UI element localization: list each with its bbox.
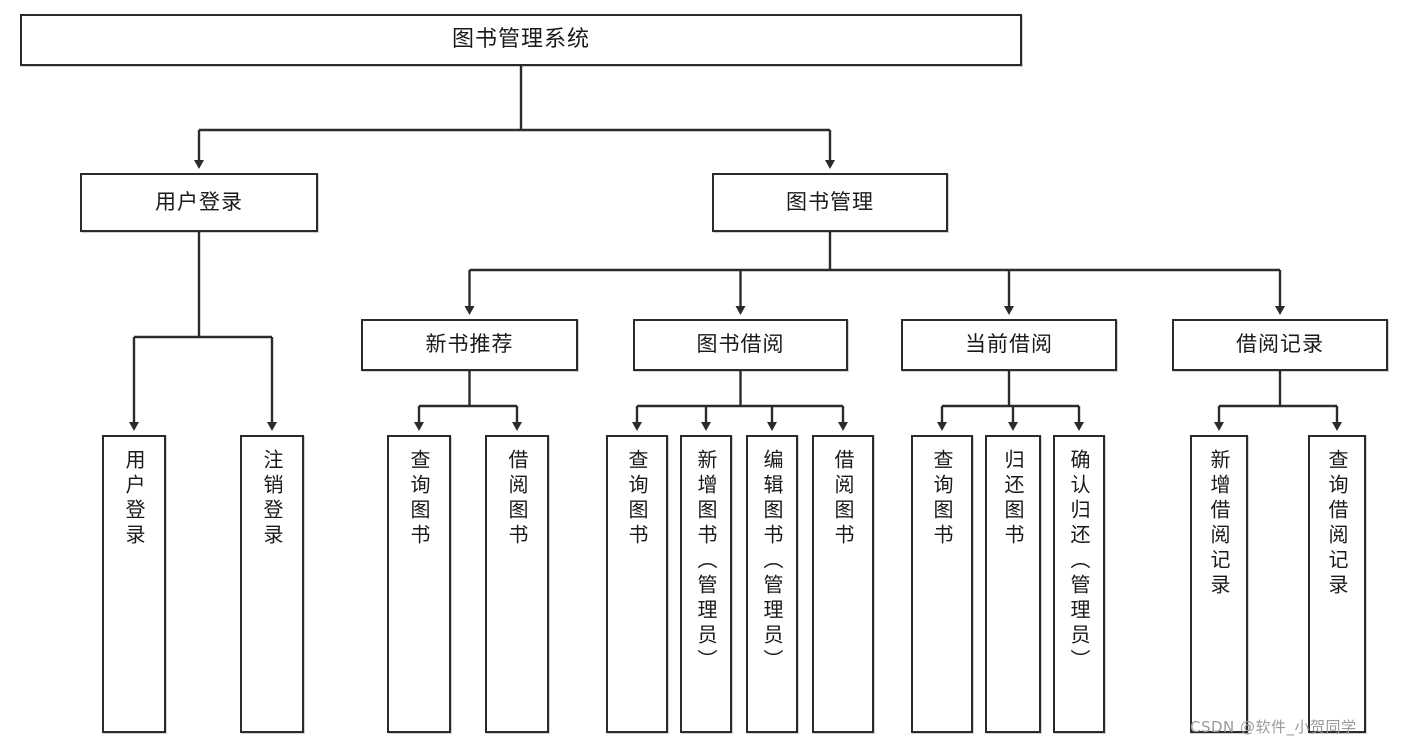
- node-leaf-add-record[interactable]: 新增借阅记录: [1190, 435, 1248, 733]
- node-leaf-query-book-1[interactable]: 查询图书: [387, 435, 451, 733]
- node-label: 查询借阅记录: [1325, 449, 1349, 599]
- node-leaf-add-book[interactable]: 新增图书（管理员）: [680, 435, 732, 733]
- node-leaf-query-book-2[interactable]: 查询图书: [606, 435, 668, 733]
- node-label: 注销登录: [260, 449, 284, 549]
- node-label: 查询图书: [930, 449, 954, 549]
- node-label: 图书管理: [786, 189, 874, 214]
- node-label: 借阅图书: [831, 449, 855, 549]
- node-leaf-query-book-3[interactable]: 查询图书: [911, 435, 973, 733]
- node-leaf-return-book[interactable]: 归还图书: [985, 435, 1041, 733]
- watermark-text: CSDN @软件_小贺同学: [1190, 718, 1357, 736]
- node-current-borrow[interactable]: 当前借阅: [901, 319, 1117, 371]
- node-book-manage[interactable]: 图书管理: [712, 173, 948, 232]
- node-leaf-query-record[interactable]: 查询借阅记录: [1308, 435, 1366, 733]
- node-new-book-recommend[interactable]: 新书推荐: [361, 319, 578, 371]
- node-leaf-borrow-book-2[interactable]: 借阅图书: [812, 435, 874, 733]
- node-label: 图书借阅: [696, 332, 785, 357]
- node-label: 当前借阅: [965, 332, 1053, 357]
- node-label: 新增图书（管理员）: [694, 449, 718, 674]
- node-label: 新增借阅记录: [1207, 449, 1231, 599]
- node-leaf-user-logout[interactable]: 注销登录: [240, 435, 304, 733]
- node-label: 用户登录: [155, 189, 243, 214]
- node-book-borrow[interactable]: 图书借阅: [633, 319, 848, 371]
- node-label: 查询图书: [407, 449, 431, 549]
- node-label: 查询图书: [625, 449, 649, 549]
- node-label: 图书管理系统: [451, 26, 590, 52]
- node-label: 借阅图书: [505, 449, 529, 549]
- node-label: 新书推荐: [425, 332, 514, 357]
- node-root[interactable]: 图书管理系统: [20, 14, 1022, 66]
- node-borrow-record[interactable]: 借阅记录: [1172, 319, 1388, 371]
- node-user-login[interactable]: 用户登录: [80, 173, 318, 232]
- node-label: 确认归还（管理员）: [1067, 449, 1091, 674]
- node-label: 用户登录: [122, 449, 146, 549]
- node-leaf-user-login[interactable]: 用户登录: [102, 435, 166, 733]
- node-leaf-borrow-book-1[interactable]: 借阅图书: [485, 435, 549, 733]
- node-leaf-edit-book[interactable]: 编辑图书（管理员）: [746, 435, 798, 733]
- node-label: 归还图书: [1001, 449, 1025, 549]
- node-label: 借阅记录: [1236, 332, 1324, 357]
- node-label: 编辑图书（管理员）: [760, 449, 784, 674]
- node-leaf-confirm-return[interactable]: 确认归还（管理员）: [1053, 435, 1105, 733]
